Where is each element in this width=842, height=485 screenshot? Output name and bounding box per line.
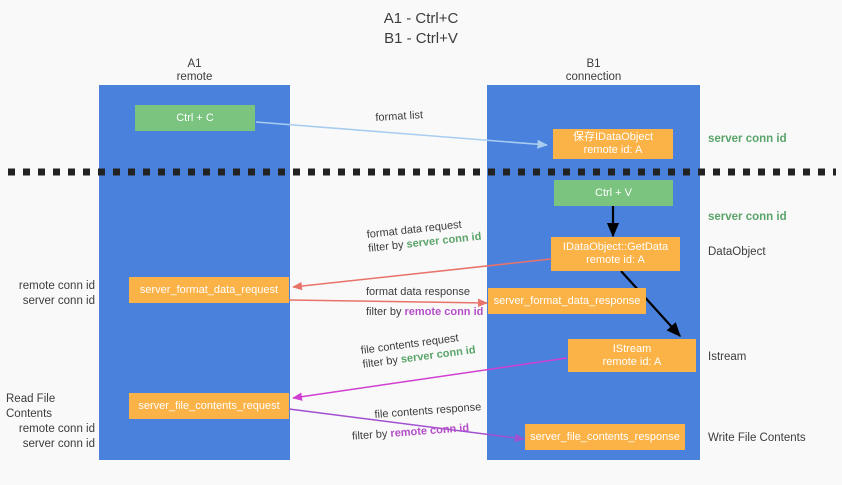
filter-prefix-1: filter by xyxy=(367,238,408,255)
title-line-2: B1 - Ctrl+V xyxy=(384,30,458,47)
label-server-conn-id-top-text: server conn id xyxy=(708,133,787,145)
box-istream[interactable]: IStream remote id: A xyxy=(568,339,696,372)
box-ctrl-v[interactable]: Ctrl + V xyxy=(554,180,673,206)
lane-header-a1: A1 remote xyxy=(99,58,290,84)
box-save-idataobject-line1: 保存IDataObject xyxy=(572,131,654,143)
arrow-label-file-contents-response-line1: file contents response xyxy=(374,401,482,421)
arrow-label-format-list-text: format list xyxy=(375,109,424,124)
label-dataobject-text: DataObject xyxy=(708,246,766,258)
arrow-label-format-data-response-line2: filter by remote conn id xyxy=(366,305,483,319)
arrow-label-format-list: format list xyxy=(375,108,423,125)
label-remote-conn-id-1: remote conn id xyxy=(18,280,95,292)
box-idataobject-getdata[interactable]: IDataObject::GetData remote id: A xyxy=(551,237,680,271)
label-group-read-file-contents: Read File Contents remote conn id server… xyxy=(6,392,95,452)
box-istream-line1: IStream xyxy=(612,342,652,355)
lane-header-a1-subtitle: remote xyxy=(176,71,213,83)
filter-prefix-2: filter by xyxy=(366,306,405,318)
label-dataobject: DataObject xyxy=(708,245,766,260)
label-remote-conn-id-2: remote conn id xyxy=(18,423,95,435)
arrow-label-format-data-response-line1: format data response xyxy=(366,286,470,298)
label-server-conn-id-mid: server conn id xyxy=(708,210,787,225)
box-server-file-contents-response-label: server_file_contents_response xyxy=(530,430,680,443)
label-server-conn-id-2: server conn id xyxy=(22,438,95,450)
arrow-label-format-data-response: format data response filter by remote co… xyxy=(366,285,483,319)
box-server-file-contents-request[interactable]: server_file_contents_request xyxy=(129,393,289,419)
box-server-file-contents-request-label: server_file_contents_request xyxy=(138,399,280,412)
box-server-file-contents-response[interactable]: server_file_contents_response xyxy=(525,424,685,450)
filter-key-remote-conn-id-1: remote conn id xyxy=(404,306,484,318)
box-ctrl-c[interactable]: Ctrl + C xyxy=(135,105,255,131)
label-group-format-conn-ids: remote conn id server conn id xyxy=(10,279,95,309)
filter-prefix-4: filter by xyxy=(351,427,391,443)
box-server-format-data-response[interactable]: server_format_data_response xyxy=(488,288,646,314)
arrow-label-file-contents-request: file contents request filter by server c… xyxy=(360,329,476,372)
arrow-label-format-data-request: format data request filter by server con… xyxy=(366,216,482,256)
label-write-file-contents-text: Write File Contents xyxy=(708,432,806,444)
arrow-label-file-contents-response: file contents response filter by remote … xyxy=(352,400,483,443)
box-idataobject-getdata-line1: IDataObject::GetData xyxy=(562,241,669,253)
label-server-conn-id-top: server conn id xyxy=(708,132,787,147)
label-write-file-contents: Write File Contents xyxy=(708,431,806,446)
lane-header-b1-title: B1 xyxy=(586,58,601,70)
diagram-title: A1 - Ctrl+C B1 - Ctrl+V xyxy=(0,9,842,49)
box-server-format-data-request[interactable]: server_format_data_request xyxy=(129,277,289,303)
box-idataobject-getdata-line2: remote id: A xyxy=(586,254,645,266)
lane-header-b1-subtitle: connection xyxy=(565,71,622,83)
title-line-1: A1 - Ctrl+C xyxy=(383,10,459,27)
box-ctrl-c-label: Ctrl + C xyxy=(176,111,214,124)
box-istream-line2: remote id: A xyxy=(602,355,662,368)
lane-header-a1-title: A1 xyxy=(187,58,202,70)
label-server-conn-id-1: server conn id xyxy=(22,295,95,307)
arrow-label-file-contents-response-line2: filter by remote conn id xyxy=(352,420,484,444)
box-server-format-data-response-label: server_format_data_response xyxy=(493,294,641,307)
box-save-idataobject-line2: remote id: A xyxy=(583,144,643,156)
filter-key-remote-conn-id-2: remote conn id xyxy=(390,422,470,440)
lane-header-b1: B1 connection xyxy=(487,58,700,84)
box-server-format-data-request-label: server_format_data_request xyxy=(139,283,279,296)
filter-prefix-3: filter by xyxy=(361,353,402,371)
box-save-idataobject[interactable]: 保存IDataObject remote id: A xyxy=(553,129,673,159)
label-read-file-contents: Read File Contents xyxy=(6,393,56,420)
box-ctrl-v-label: Ctrl + V xyxy=(595,186,632,199)
label-istream: Istream xyxy=(708,350,746,365)
label-istream-text: Istream xyxy=(708,351,747,363)
label-server-conn-id-mid-text: server conn id xyxy=(708,211,787,223)
